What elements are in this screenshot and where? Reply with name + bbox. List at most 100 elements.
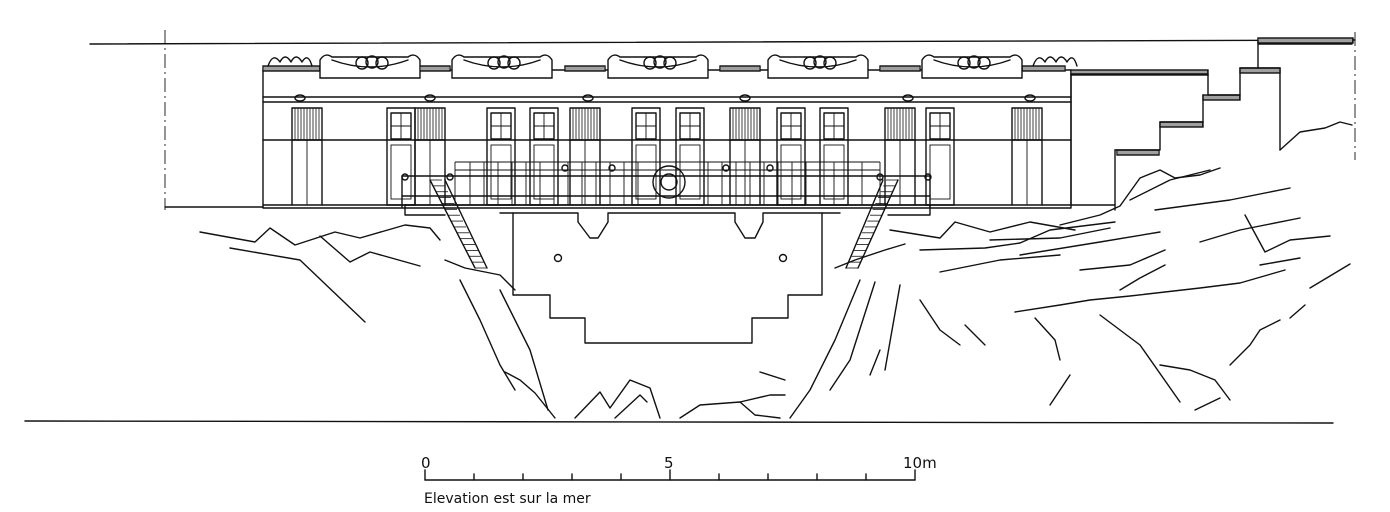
rock-stroke	[919, 221, 1116, 251]
scale-label-ten: 10m	[903, 454, 937, 472]
rock-stroke	[574, 379, 661, 419]
ornament-ring	[813, 55, 827, 69]
rock-stroke	[1229, 319, 1281, 366]
rock-stroke	[964, 324, 986, 346]
rock-stroke	[1279, 121, 1353, 151]
rock-stroke	[1244, 214, 1331, 253]
rock-stroke	[1309, 263, 1351, 289]
rock-stroke	[1289, 304, 1306, 319]
ornament-swag	[779, 59, 857, 68]
scale-bar: 0 5 10m	[421, 454, 937, 481]
rock-stroke	[1119, 264, 1166, 291]
door-frame	[925, 107, 955, 206]
stepped-retaining-wall	[1070, 39, 1353, 211]
ornament-ring	[507, 56, 521, 70]
ornament-ring	[355, 56, 369, 70]
rock-stroke	[1014, 269, 1286, 313]
life-ring-icon	[652, 165, 686, 199]
rail-finial	[924, 173, 932, 181]
rail-finial	[561, 164, 569, 172]
rail-finial	[401, 173, 409, 181]
ornament-ring	[823, 56, 837, 70]
balustrade-posts	[401, 162, 932, 205]
rock-stroke	[1154, 187, 1291, 211]
rail-finial	[766, 164, 774, 172]
rock-stroke	[1059, 167, 1221, 226]
ornament-ring	[653, 55, 667, 69]
drawing-caption: Elevation est sur la mer	[424, 491, 591, 507]
railing-band	[262, 65, 322, 72]
rock-stroke	[504, 371, 556, 419]
scale-label-five: 5	[664, 454, 674, 472]
rock-stroke	[1034, 317, 1061, 361]
scale-bar-ticks	[424, 469, 916, 481]
rock-stroke	[884, 284, 901, 371]
railing-band	[1070, 69, 1209, 76]
door-panel	[390, 144, 412, 200]
ornament-ring	[497, 55, 511, 69]
boat-basin	[499, 212, 841, 344]
ornament-ring	[967, 55, 981, 69]
lamp-icon	[582, 94, 594, 102]
rock-stroke	[459, 279, 516, 391]
fluted-pilasters	[291, 107, 1043, 206]
door-frame	[386, 107, 416, 206]
door-panel	[780, 144, 802, 200]
ornament-ring	[643, 56, 657, 70]
ornament-swag	[463, 59, 541, 68]
ornament-swag	[933, 59, 1011, 68]
rock-stroke	[1049, 374, 1071, 406]
rock-stroke	[989, 227, 1111, 241]
ornament-ring	[487, 56, 501, 70]
ornament-ring	[977, 56, 991, 70]
rock-stroke	[834, 243, 906, 269]
rock-stroke	[919, 299, 961, 346]
ornament-ring	[365, 55, 379, 69]
ornament-ring	[663, 56, 677, 70]
rock-stroke	[1194, 397, 1221, 411]
rock-stroke	[1199, 217, 1301, 243]
lamp-icon	[739, 94, 751, 102]
rail-finial	[722, 164, 730, 172]
rail-finial	[446, 173, 454, 181]
rocky-cliff-terrain	[199, 121, 1353, 419]
rock-stroke	[1099, 314, 1181, 403]
door-panel	[490, 144, 512, 200]
scale-label-zero: 0	[421, 454, 431, 472]
rock-stroke	[199, 224, 441, 246]
rock-stroke	[444, 259, 516, 291]
ornament-ring	[803, 56, 817, 70]
rail-finial	[876, 173, 884, 181]
rock-stroke	[829, 281, 876, 391]
side-stairs	[404, 179, 931, 269]
rock-stroke	[1079, 249, 1166, 271]
wall-lamps	[294, 94, 1036, 102]
ornament-curl	[1032, 56, 1078, 67]
sea-level-line	[24, 420, 1334, 424]
rock-stroke	[679, 401, 781, 419]
stair-treads	[430, 179, 898, 269]
ornament-ring	[957, 56, 971, 70]
rail-finial	[608, 164, 616, 172]
door-panel	[929, 144, 951, 200]
rock-stroke	[319, 235, 421, 267]
ornament-ring	[375, 56, 389, 70]
rock-stroke	[739, 394, 786, 403]
roof-scroll-ornaments	[267, 54, 1078, 79]
rock-stroke	[1129, 169, 1211, 201]
roof-railing	[262, 37, 1354, 156]
rock-stroke	[1159, 364, 1231, 401]
rock-stroke	[759, 371, 786, 381]
rock-stroke	[614, 394, 648, 419]
railing-band	[1202, 94, 1241, 101]
ornament-curl	[267, 56, 313, 67]
upper-ground-line	[89, 30, 1356, 210]
ornament-swag	[619, 59, 697, 68]
rock-stroke	[1259, 257, 1301, 266]
lamp-icon	[424, 94, 436, 102]
door-panel	[533, 144, 555, 200]
rock-stroke	[869, 349, 881, 376]
building-facade	[262, 37, 1354, 209]
